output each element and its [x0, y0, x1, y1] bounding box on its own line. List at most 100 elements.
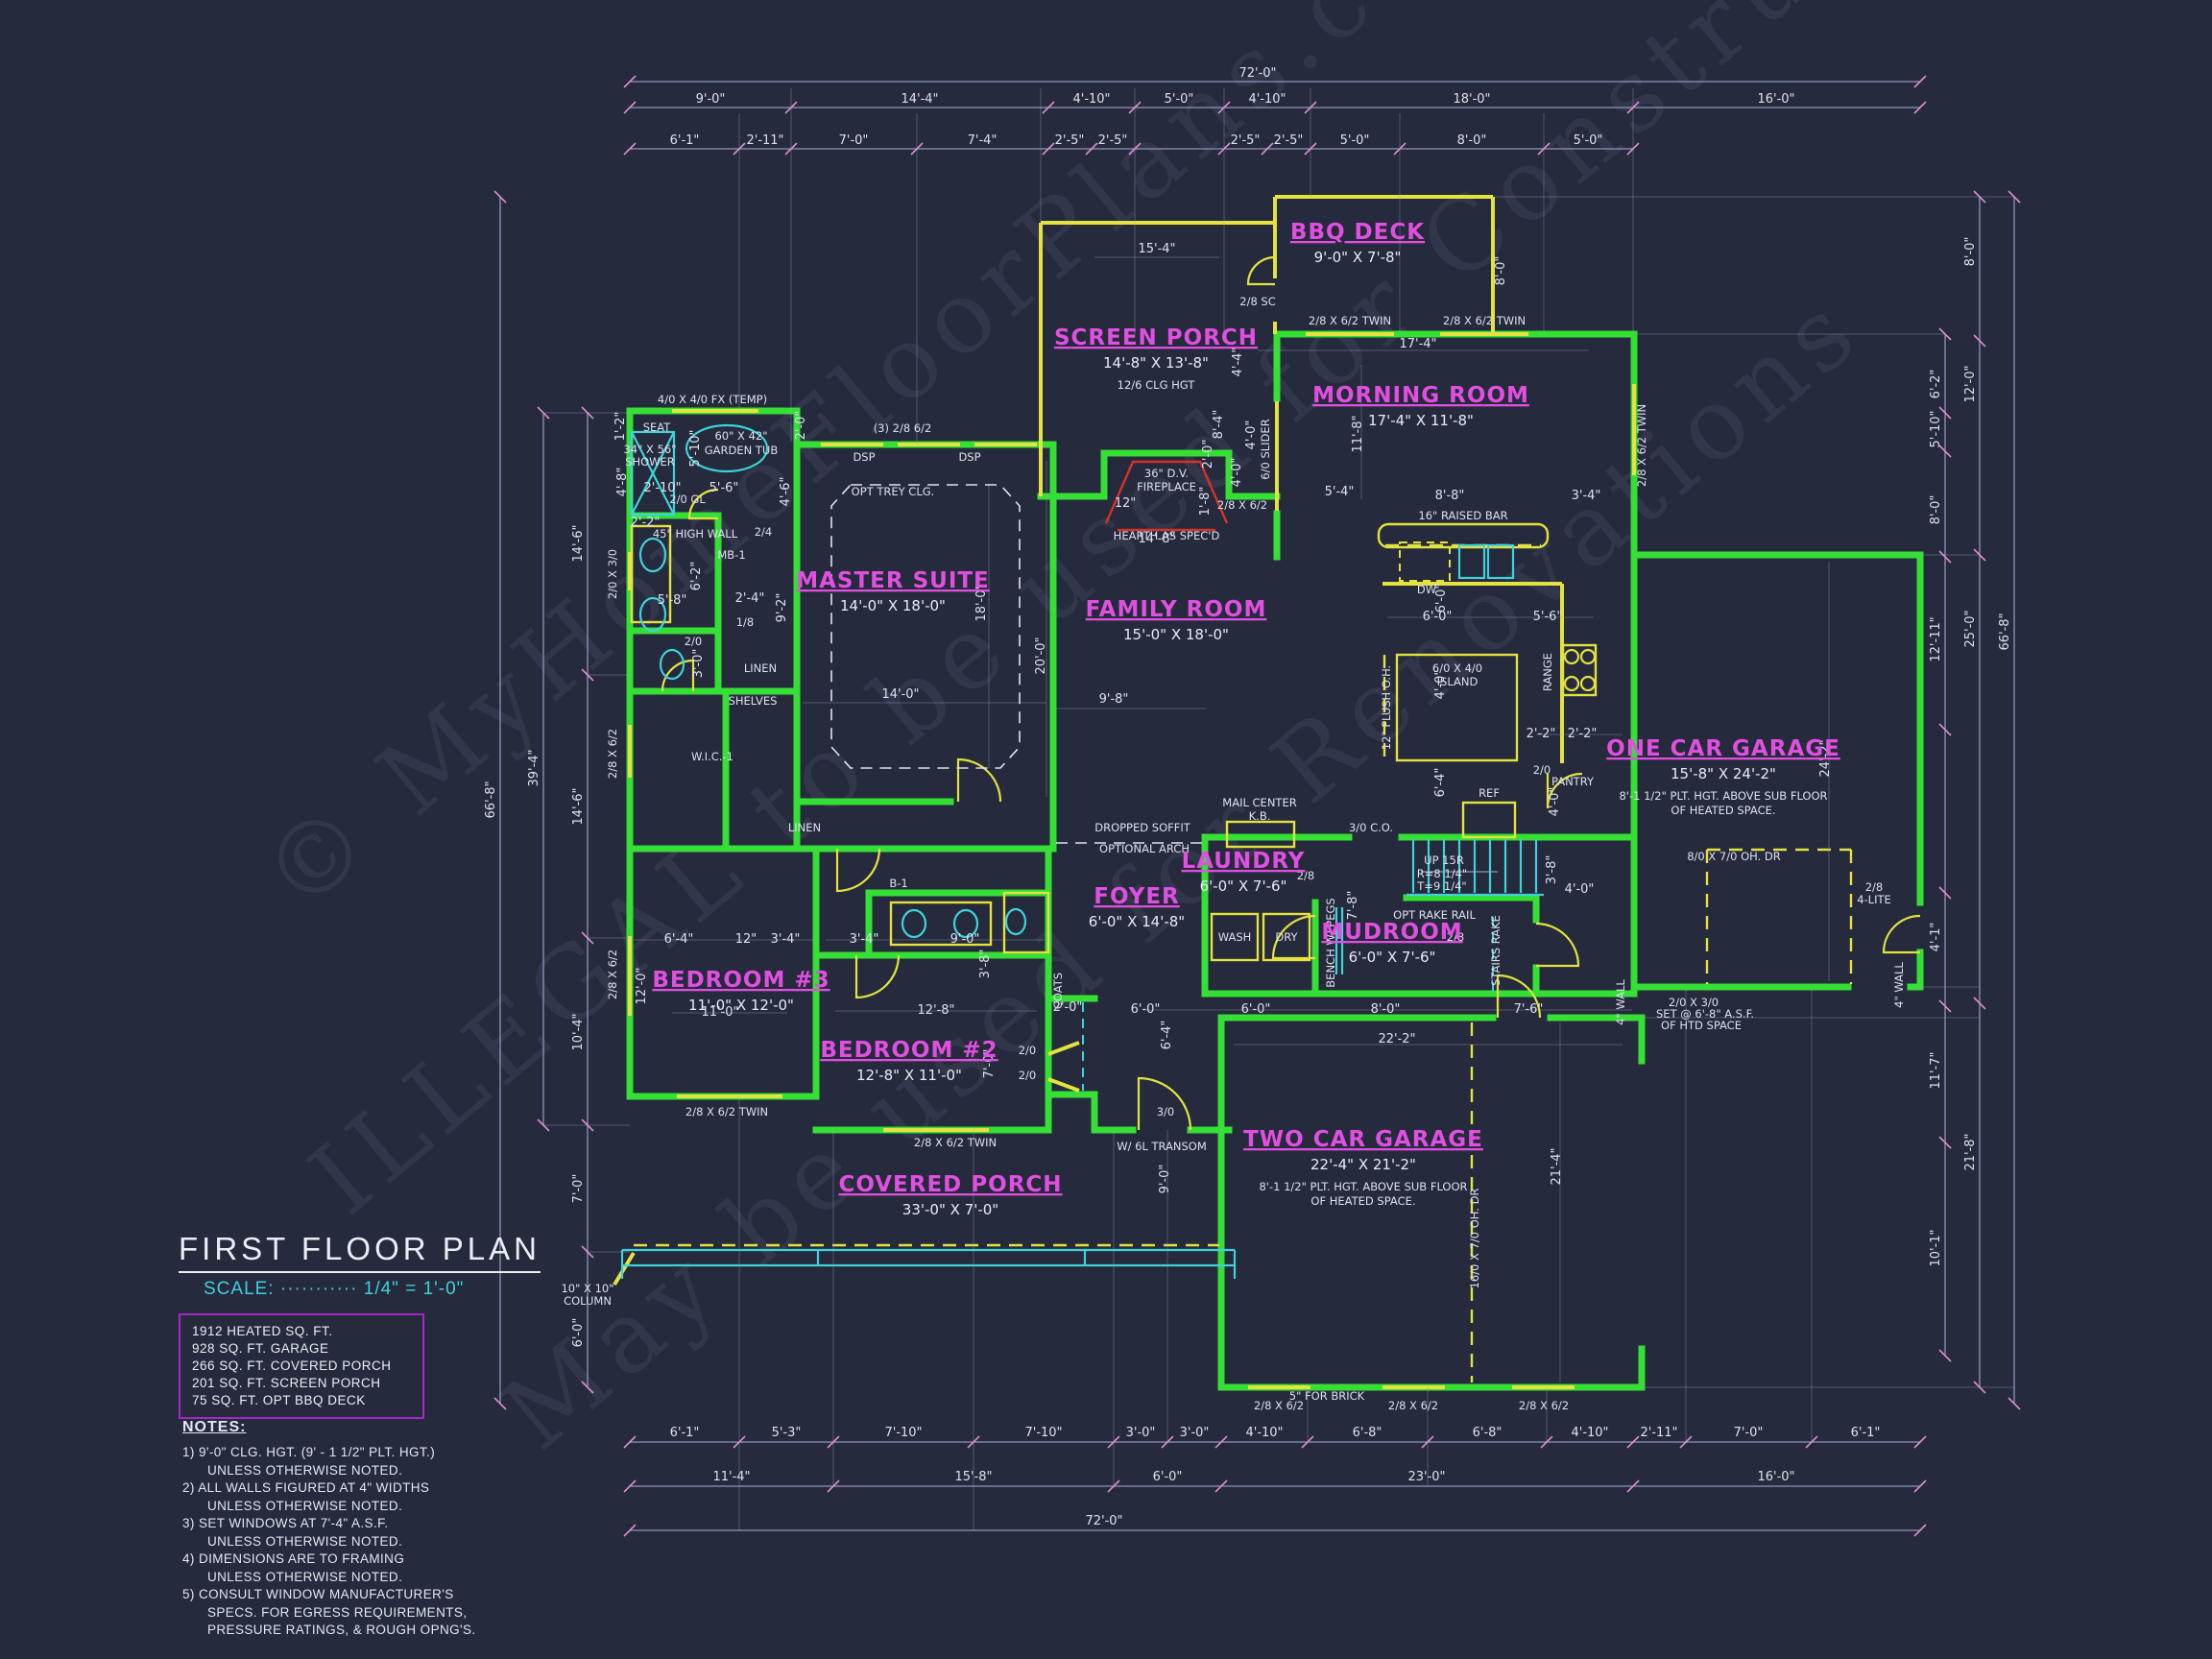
dimension-label: 16'-0": [1757, 1470, 1794, 1484]
dimension-label: 7'-0": [982, 1049, 997, 1079]
annotation-label: 2/8: [1447, 930, 1465, 944]
dimension-label: 17'-4": [1399, 337, 1436, 351]
annotation-label: 2/8 X 6/2: [1254, 1399, 1304, 1412]
dimension-label: 2'-0": [1201, 440, 1215, 469]
dimension-label: 2'-2": [1527, 727, 1556, 741]
dim-tick: [784, 101, 798, 114]
area-line: 75 SQ. FT. OPT BBQ DECK: [192, 1393, 366, 1407]
annotation-label: 4/0 X 4/0 FX (TEMP): [658, 393, 767, 406]
dimension-label: 6'-4": [664, 932, 694, 947]
room-name: FAMILY ROOM: [1086, 597, 1267, 622]
fixture: [630, 430, 676, 517]
dimension-label: 6'-0": [1241, 1002, 1271, 1017]
annotation-label: 2/0: [1533, 763, 1551, 777]
dim-tick: [1161, 1435, 1174, 1449]
room-name: BBQ DECK: [1290, 220, 1425, 245]
annotation-label: MAIL CENTER: [1222, 796, 1296, 809]
annotation-label: DW: [1417, 583, 1436, 596]
annotation-label: DROPPED SOFFIT: [1094, 821, 1191, 834]
fixture: [1395, 653, 1519, 762]
dimension-label: 3'-4": [1572, 489, 1601, 503]
dimension-label: 39'-4": [527, 749, 541, 786]
fixture: [1262, 912, 1311, 962]
dimension-label: 5'-10": [688, 429, 703, 467]
annotation-label: DSP: [958, 450, 980, 464]
burner: [1563, 675, 1580, 692]
dimension-label: 18'-0": [974, 584, 989, 621]
room-size: 14'-0" X 18'-0": [840, 597, 946, 614]
room-size: 15'-0" X 18'-0": [1123, 626, 1229, 643]
annotation-label: OPTIONAL ARCH: [1099, 842, 1190, 855]
dim-tick: [623, 1479, 637, 1493]
fixture: [1457, 543, 1486, 580]
dim-tick: [1938, 445, 1952, 458]
dim-tick: [1540, 1435, 1553, 1449]
dimension-label: 4'-10": [1571, 1426, 1608, 1440]
dimension-label: 14'-4": [901, 92, 938, 107]
dimension-label: 2'-11": [1640, 1426, 1677, 1440]
annotation-label: 2/8 SC: [1239, 295, 1276, 308]
annotation-label: 2/8: [1297, 869, 1315, 882]
dimension-label: 2'-0": [794, 411, 808, 441]
dimension-label: 8'-0": [1371, 1002, 1401, 1017]
dimension-label: 5'-6": [1533, 610, 1563, 624]
annotation-label: 4-LITE: [1857, 893, 1891, 906]
dim-tick: [493, 1397, 507, 1410]
annotation-label: OF HTD SPACE: [1661, 1019, 1742, 1032]
dimension-label: 14'-8": [1138, 532, 1175, 546]
room-note: OF HEATED SPACE.: [1310, 1194, 1415, 1208]
fixture: [638, 596, 667, 633]
room-name: TWO CAR GARAGE: [1243, 1127, 1483, 1152]
dim-tick: [1938, 886, 1952, 900]
dim-tick: [623, 142, 637, 156]
annotation-label: 45" HIGH WALL: [653, 527, 738, 541]
annotation-label: 2/8 X 6/2: [606, 729, 619, 779]
detail-path: [1535, 922, 1580, 968]
area-summary-box: 1912 HEATED SQ. FT. 928 SQ. FT. GARAGE 2…: [179, 1313, 424, 1419]
dimension-label: 6'-0": [1434, 584, 1449, 613]
dim-tick: [1304, 142, 1317, 156]
fixture: [659, 648, 685, 681]
dimension-label: 2'-2": [1568, 727, 1598, 741]
dim-tick: [623, 75, 637, 88]
dimension-label: 3'-8": [1545, 855, 1559, 885]
annotation-label: 2/8 X 6/2: [1388, 1399, 1438, 1412]
room-size: 12'-8" X 11'-0": [856, 1067, 962, 1084]
dim-tick: [1107, 1435, 1120, 1449]
room-note: 12/6 CLG HGT: [1118, 378, 1196, 392]
plan-line: [613, 1251, 636, 1286]
dim-tick: [1128, 101, 1142, 114]
dim-tick: [1214, 1435, 1228, 1449]
annotation-label: 2/8: [1865, 880, 1884, 894]
dimension-label: 12": [1115, 496, 1137, 511]
note-line: 1) 9'-0" CLG. HGT. (9' - 1 1/2" PLT. HGT…: [182, 1445, 436, 1459]
dimension-label: 2'-0": [1053, 1000, 1083, 1015]
annotation-label: 2/0: [1019, 1069, 1037, 1082]
dim-tick: [1626, 1435, 1640, 1449]
dimension-label: 6'-1": [670, 133, 700, 148]
dimension-label: 5'-3": [772, 1426, 802, 1440]
annotation-label: 2/8 X 6/2 TWIN: [1443, 314, 1526, 327]
annotation-label: 4" WALL: [1892, 962, 1906, 1008]
dim-tick: [581, 1381, 594, 1394]
room-name: FOYER: [1094, 884, 1180, 909]
dim-tick: [1805, 1435, 1818, 1449]
dimension-label: 5'-4": [1325, 485, 1355, 499]
detail-path: [1246, 255, 1276, 286]
dimension-label: 9'-2": [775, 593, 789, 623]
dim-tick: [1217, 101, 1231, 114]
annotation-label: OPT RAKE RAIL: [1393, 908, 1476, 922]
detail-path: [830, 484, 1021, 769]
annotation-label: 5" FOR BRICK: [1289, 1389, 1365, 1403]
fixture: [685, 423, 769, 473]
annotation-label: DRY: [1275, 930, 1298, 944]
annotation-label: 2/4: [755, 525, 773, 539]
dim-tick: [1913, 1524, 1927, 1537]
annotation-label: COATS: [1051, 973, 1065, 1009]
dim-tick: [581, 406, 594, 420]
annotation-label: 60" X 42": [714, 429, 767, 443]
annotation-label: 10" X 10": [561, 1282, 613, 1295]
annotation-label: 2/0 X 3/0: [606, 549, 619, 599]
note-line: PRESSURE RATINGS, & ROUGH OPNG'S.: [207, 1623, 476, 1637]
dimension-label: 4'-10": [1072, 92, 1110, 107]
